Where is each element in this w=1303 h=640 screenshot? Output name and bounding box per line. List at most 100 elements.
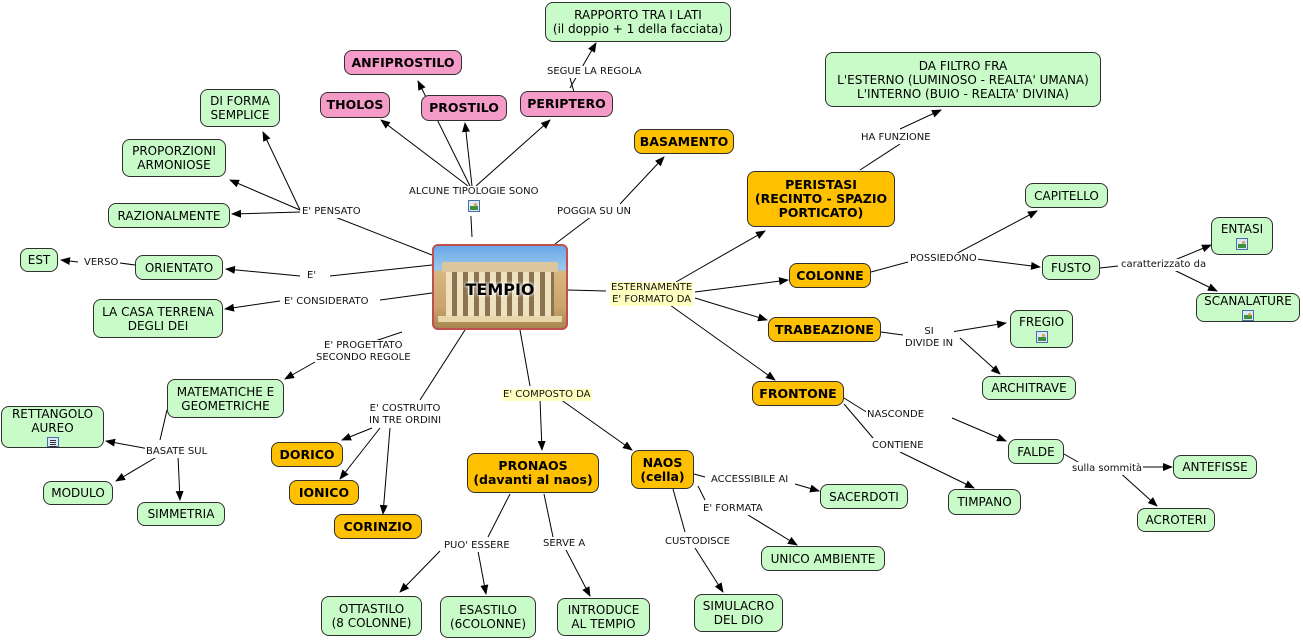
link-label-caratterizzato: caratterizzato da xyxy=(1120,259,1208,271)
link-label-esternamente: ESTERNAMENTE E' FORMATO DA xyxy=(610,282,694,306)
node-peristasi[interactable]: PERISTASI (RECINTO - SPAZIO PORTICATO) xyxy=(747,171,895,227)
node-simmetria[interactable]: SIMMETRIA xyxy=(137,502,225,526)
node-naos[interactable]: NAOS (cella) xyxy=(631,450,694,489)
tempio-title: TEMPIO xyxy=(465,280,535,299)
arrow-line xyxy=(619,156,665,205)
node-frontone[interactable]: FRONTONE xyxy=(752,381,844,406)
node-proporzioni[interactable]: PROPORZIONI ARMONIOSE xyxy=(122,139,226,177)
connector-line xyxy=(569,77,575,93)
node-prostilo[interactable]: PROSTILO xyxy=(421,95,507,121)
arrow-line xyxy=(899,109,942,130)
node-label: ORIENTATO xyxy=(144,260,214,275)
node-label: RAZIONALMENTE xyxy=(117,208,221,223)
node-unico[interactable]: UNICO AMBIENTE xyxy=(761,546,885,571)
node-dorico[interactable]: DORICO xyxy=(271,442,343,467)
node-introduce[interactable]: INTRODUCE AL TEMPIO xyxy=(557,598,650,636)
link-label-text: ALCUNE TIPOLOGIE SONO xyxy=(409,186,539,197)
document-attachment-icon[interactable] xyxy=(46,437,59,447)
node-rettangolo[interactable]: RETTANGOLO AUREO xyxy=(1,406,104,448)
node-colonne[interactable]: COLONNE xyxy=(789,263,871,288)
link-label-text: SEGUE LA REGOLA xyxy=(547,66,642,77)
link-label-formata: E' FORMATA xyxy=(702,503,764,515)
node-trabeazione[interactable]: TRABEAZIONE xyxy=(768,317,881,342)
link-label-poggia: POGGIA SU UN xyxy=(556,206,633,218)
link-label-si-divide: SI DIVIDE IN xyxy=(904,326,955,350)
connector-line xyxy=(329,214,433,256)
link-label-text: E' CONSIDERATO xyxy=(284,296,369,307)
connector-line xyxy=(843,397,869,414)
tempio-central-node[interactable]: TEMPIO xyxy=(432,244,568,330)
node-esastilo[interactable]: ESASTILO (6COLONNE) xyxy=(440,596,536,638)
link-label-text: VERSO xyxy=(84,257,119,268)
node-label: PROSTILO xyxy=(429,100,499,115)
link-label-text: BASATE SUL xyxy=(146,446,208,457)
temple-base-image xyxy=(438,316,562,322)
connector-line xyxy=(870,261,909,273)
arrow-line xyxy=(462,122,473,187)
link-label-progettato: E' PROGETTATO SECONDO REGOLE xyxy=(315,340,412,364)
arrow-line xyxy=(899,451,975,489)
node-ionico[interactable]: IONICO xyxy=(289,480,359,505)
node-acroteri[interactable]: ACROTERI xyxy=(1137,508,1215,532)
arrow-line xyxy=(675,230,766,283)
node-entasi[interactable]: ENTASI xyxy=(1211,217,1273,255)
link-label-e: E' xyxy=(306,270,318,282)
node-fregio[interactable]: FREGIO xyxy=(1010,310,1073,348)
arrow-line xyxy=(399,550,441,593)
image-attachment-icon[interactable] xyxy=(1242,310,1254,321)
node-orientato[interactable]: ORIENTATO xyxy=(135,255,223,280)
node-scanalature[interactable]: SCANALATURE xyxy=(1196,293,1300,322)
node-label: COLONNE xyxy=(796,267,864,283)
node-label: RAPPORTO TRA I LATI (il doppio + 1 della… xyxy=(552,8,724,36)
node-falde[interactable]: FALDE xyxy=(1008,439,1064,464)
node-est[interactable]: EST xyxy=(20,248,58,272)
node-timpano[interactable]: TIMPANO xyxy=(948,489,1021,515)
link-label-text: HA FUNZIONE xyxy=(861,132,931,143)
node-sacerdoti[interactable]: SACERDOTI xyxy=(820,484,908,509)
arrow-line xyxy=(537,398,546,451)
node-capitello[interactable]: CAPITELLO xyxy=(1025,183,1108,208)
node-label: THOLOS xyxy=(326,97,384,112)
arrow-line xyxy=(339,427,381,480)
node-label: CORINZIO xyxy=(343,518,413,534)
node-label: NAOS (cella) xyxy=(640,454,685,484)
arrow-line xyxy=(951,417,1007,442)
node-periptero[interactable]: PERIPTERO xyxy=(520,91,613,117)
node-rapporto[interactable]: RAPPORTO TRA I LATI (il doppio + 1 della… xyxy=(545,2,731,42)
node-da-filtro[interactable]: DA FILTRO FRA L'ESTERNO (LUMINOSO - REAL… xyxy=(825,52,1101,107)
arrow-line xyxy=(694,547,724,593)
arrow-line xyxy=(262,131,301,211)
node-casa[interactable]: LA CASA TERRENA DEGLI DEI xyxy=(93,299,223,338)
node-ottastilo[interactable]: OTTASTILO (8 COLONNE) xyxy=(321,596,422,636)
node-basamento[interactable]: BASAMENTO xyxy=(634,129,734,154)
link-label-custodisce: CUSTODISCE xyxy=(664,536,731,548)
image-attachment-icon[interactable] xyxy=(1035,331,1048,343)
arrow-line xyxy=(669,304,776,381)
node-simulacro[interactable]: SIMULACRO DEL DIO xyxy=(694,594,783,632)
image-attachment-icon[interactable] xyxy=(467,200,480,212)
link-label-text: CONTIENE xyxy=(872,440,924,451)
arrow-line xyxy=(229,179,301,211)
node-anfiprostilo[interactable]: ANFIPROSTILO xyxy=(344,50,462,75)
node-matematiche[interactable]: MATEMATICHE E GEOMETRICHE xyxy=(167,379,284,418)
node-tholos[interactable]: THOLOS xyxy=(320,92,390,118)
node-modulo[interactable]: MODULO xyxy=(43,481,113,505)
image-attachment-icon[interactable] xyxy=(1236,238,1248,250)
node-antefisse[interactable]: ANTEFISSE xyxy=(1173,455,1257,479)
connector-line xyxy=(880,331,904,336)
link-label-text: caratterizzato da xyxy=(1121,259,1207,270)
arrow-line xyxy=(380,119,469,187)
node-corinzio[interactable]: CORINZIO xyxy=(334,514,422,539)
node-label: PROPORZIONI ARMONIOSE xyxy=(132,144,216,172)
node-architrave[interactable]: ARCHITRAVE xyxy=(982,376,1076,400)
node-razionalmente[interactable]: RAZIONALMENTE xyxy=(108,203,230,228)
node-pronaos[interactable]: PRONAOS (davanti al naos) xyxy=(467,453,599,493)
node-label: UNICO AMBIENTE xyxy=(770,551,876,566)
link-label-text: POGGIA SU UN xyxy=(557,206,632,217)
link-label-sommita: sulla sommità xyxy=(1071,463,1144,475)
connector-line xyxy=(672,488,686,533)
link-label-text: NASCONDE xyxy=(867,409,925,420)
node-fusto[interactable]: FUSTO xyxy=(1042,255,1100,280)
node-di-forma[interactable]: DI FORMA SEMPLICE xyxy=(200,89,280,127)
node-label: DA FILTRO FRA L'ESTERNO (LUMINOSO - REAL… xyxy=(837,58,1089,101)
